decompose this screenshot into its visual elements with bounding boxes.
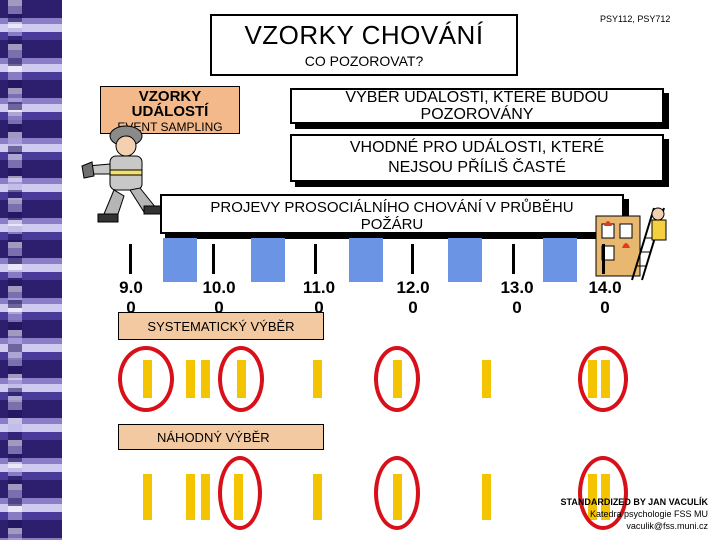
selected-ring bbox=[374, 346, 420, 412]
selected-ring bbox=[374, 456, 420, 530]
sample-marker bbox=[201, 360, 210, 398]
event-sampling-en: EVENT SAMPLING bbox=[117, 120, 223, 134]
course-codes: PSY112, PSY712 bbox=[600, 14, 671, 24]
sample-marker bbox=[143, 474, 152, 520]
event-sampling-line2: UDÁLOSTÍ bbox=[131, 103, 209, 120]
title-box: VZORKY CHOVÁNÍ CO POZOROVAT? bbox=[210, 14, 518, 76]
systematic-selection-label: SYSTEMATICKÝ VÝBĚR bbox=[118, 312, 324, 340]
selected-ring bbox=[218, 456, 262, 530]
sample-marker bbox=[186, 474, 195, 520]
observation-interval-block bbox=[163, 238, 197, 282]
observation-interval-block bbox=[251, 238, 285, 282]
timeline-tick bbox=[411, 244, 414, 274]
page-title: VZORKY CHOVÁNÍ bbox=[244, 20, 484, 50]
timeline-tick bbox=[512, 244, 515, 274]
timeline-tick bbox=[314, 244, 317, 274]
footer-email: vaculik@fss.muni.cz bbox=[626, 521, 708, 531]
timeline-tick bbox=[212, 244, 215, 274]
selected-ring bbox=[118, 346, 174, 412]
footer-author: STANDARDIZED BY JAN VACULÍK bbox=[560, 497, 708, 507]
observation-interval-block bbox=[543, 238, 577, 282]
random-selection-label: NÁHODNÝ VÝBĚR bbox=[118, 424, 324, 450]
firefighter-clipart-icon bbox=[81, 125, 163, 223]
sample-marker bbox=[482, 360, 491, 398]
time-label: 12.0 0 bbox=[396, 278, 430, 317]
sample-marker bbox=[186, 360, 195, 398]
suitable-text: VHODNÉ PRO UDÁLOSTI, KTERÉ NEJSOU PŘÍLIŠ… bbox=[349, 139, 605, 176]
sample-marker bbox=[313, 360, 322, 398]
prosocial-box: PROJEVY PROSOCIÁLNÍHO CHOVÁNÍ V PRŮBĚHU … bbox=[160, 194, 624, 234]
selection-text: VÝBĚR UDÁLOSTÍ, KTERÉ BUDOU POZOROVÁNY bbox=[345, 89, 609, 123]
observation-interval-block bbox=[448, 238, 482, 282]
observation-interval-block bbox=[349, 238, 383, 282]
prosocial-text: PROJEVY PROSOCIÁLNÍHO CHOVÁNÍ V PRŮBĚHU … bbox=[210, 199, 574, 233]
footer: STANDARDIZED BY JAN VACULÍK Katedra psyc… bbox=[560, 496, 708, 532]
burning-house-clipart-icon bbox=[595, 207, 667, 281]
suitable-box: VHODNÉ PRO UDÁLOSTI, KTERÉ NEJSOU PŘÍLIŠ… bbox=[290, 134, 664, 182]
timeline-tick bbox=[129, 244, 132, 274]
selected-ring bbox=[218, 346, 264, 412]
page-subtitle: CO POZOROVAT? bbox=[304, 53, 424, 69]
sample-marker bbox=[313, 474, 322, 520]
timeline-tick bbox=[602, 244, 605, 274]
sample-marker bbox=[482, 474, 491, 520]
time-label: 9.0 0 bbox=[119, 278, 143, 317]
selection-box: VÝBĚR UDÁLOSTÍ, KTERÉ BUDOU POZOROVÁNY bbox=[290, 88, 664, 124]
sample-marker bbox=[201, 474, 210, 520]
time-label: 14.0 0 bbox=[588, 278, 622, 317]
time-label: 10.0 0 bbox=[202, 278, 236, 317]
selected-ring bbox=[578, 346, 628, 412]
time-label: 11.0 0 bbox=[302, 278, 336, 317]
event-sampling-line1: VZORKY bbox=[138, 88, 202, 105]
selected-ring bbox=[578, 456, 628, 530]
footer-department: Katedra psychologie FSS MU bbox=[589, 509, 708, 519]
time-label: 13.0 0 bbox=[500, 278, 534, 317]
decorative-side-stripe-inner bbox=[8, 0, 22, 540]
